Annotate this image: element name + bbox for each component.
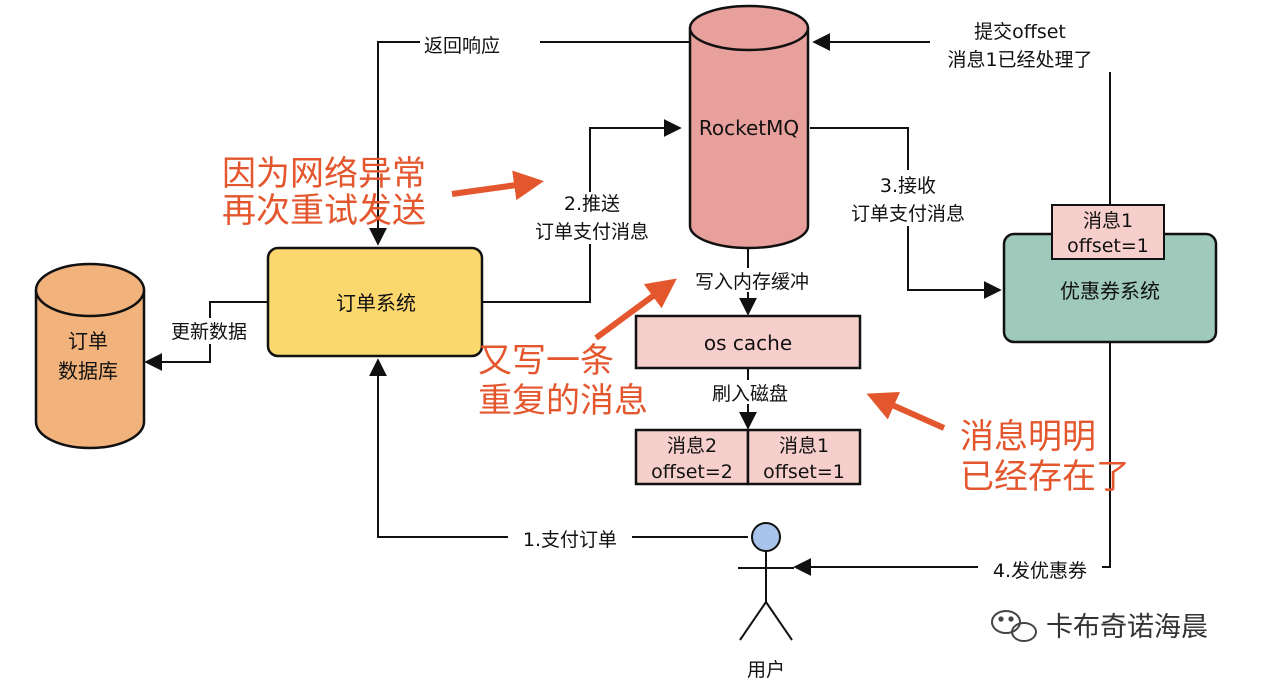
os-cache-label: os cache	[704, 331, 792, 355]
commit-offset-label: 提交offset	[974, 21, 1066, 43]
watermark: 卡布奇诺海晨	[991, 610, 1208, 643]
rocketmq-label: RocketMQ	[699, 116, 799, 140]
network-retry-annotation: 因为网络异常 再次重试发送	[222, 154, 544, 231]
push-label: 2.推送	[564, 193, 620, 215]
order-database-cylinder: 订单 数据库	[34, 262, 146, 450]
duplicate-write-text-2: 重复的消息	[478, 381, 648, 421]
write-memory-label: 写入内存缓冲	[695, 271, 809, 293]
update-data-label: 更新数据	[171, 321, 247, 343]
already-exists-text-2: 已经存在了	[960, 457, 1130, 497]
order-database-label-2: 数据库	[58, 359, 118, 383]
already-exists-text: 消息明明	[960, 417, 1096, 457]
return-response-label: 返回响应	[424, 35, 500, 57]
coupon-message-offset: offset=1	[1067, 235, 1149, 257]
disk-message-2-label: 消息2	[667, 435, 717, 457]
commit-offset-label-2: 消息1已经处理了	[947, 49, 1092, 71]
watermark-text: 卡布奇诺海晨	[1046, 612, 1208, 643]
network-retry-text: 因为网络异常	[222, 154, 426, 194]
wechat-icon	[991, 610, 1037, 642]
disk-message-2-offset: offset=2	[651, 461, 733, 483]
disk-messages: 消息2 offset=2 消息1 offset=1	[634, 428, 862, 486]
disk-message-1-label: 消息1	[779, 435, 829, 457]
disk-message-1-offset: offset=1	[763, 461, 845, 483]
flush-disk-label: 刷入磁盘	[712, 383, 788, 405]
pay-order-label: 1.支付订单	[523, 529, 617, 551]
os-cache-box: os cache	[634, 314, 862, 370]
rocketmq-cylinder: RocketMQ	[688, 4, 810, 250]
user-figure: 用户	[738, 522, 794, 681]
receive-label-2: 订单支付消息	[851, 203, 965, 225]
duplicate-write-annotation: 又写一条 重复的消息	[478, 278, 677, 421]
order-system-box: 订单系统	[266, 246, 484, 358]
return-response-arrow	[369, 41, 690, 246]
duplicate-write-text: 又写一条	[478, 341, 614, 381]
user-label: 用户	[747, 659, 785, 681]
coupon-message-label: 消息1	[1083, 210, 1133, 232]
coupon-system-label: 优惠券系统	[1060, 279, 1160, 303]
issue-coupon-label: 4.发优惠券	[993, 560, 1087, 582]
receive-label: 3.接收	[880, 175, 936, 197]
order-system-label: 订单系统	[336, 291, 416, 315]
coupon-system-box: 优惠券系统 消息1 offset=1	[1002, 204, 1218, 344]
already-exists-annotation: 消息明明 已经存在了	[866, 392, 1130, 497]
issue-coupon-arrow	[793, 340, 1111, 576]
network-retry-text-2: 再次重试发送	[222, 191, 426, 231]
order-database-label: 订单	[68, 329, 108, 353]
push-label-2: 订单支付消息	[535, 221, 649, 243]
